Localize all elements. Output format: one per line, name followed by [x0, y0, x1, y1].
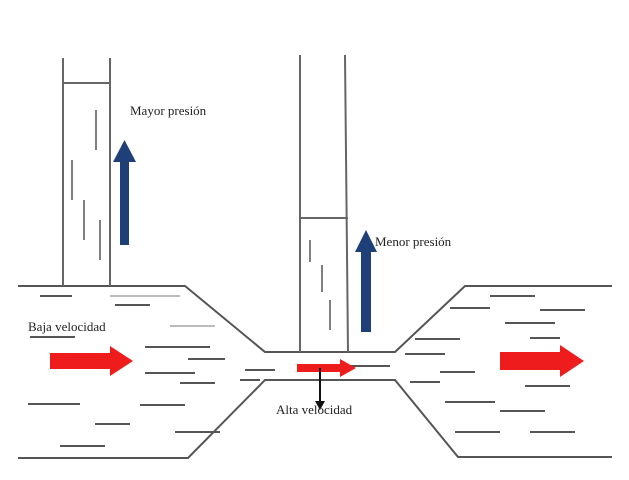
velocity-pointer-arrow	[315, 368, 325, 410]
left-pressure-tube	[62, 58, 111, 286]
center-pressure-tube	[299, 54, 349, 353]
pipe-top-wall	[18, 285, 612, 353]
low-pressure-label: Menor presión	[375, 234, 452, 249]
pipe-bottom-wall	[18, 379, 612, 459]
flow-streaks-right	[405, 295, 585, 433]
inlet-flow-arrow	[50, 346, 133, 376]
throat-flow-arrow	[297, 359, 356, 377]
flow-streaks-throat	[240, 365, 390, 381]
high-pressure-label: Mayor presión	[130, 103, 207, 118]
outlet-flow-arrow	[500, 345, 584, 377]
low-pressure-arrow	[355, 230, 377, 332]
low-velocity-label: Baja velocidad	[28, 319, 106, 334]
flow-streaks-left	[28, 295, 225, 447]
high-pressure-arrow	[113, 140, 136, 245]
high-velocity-label: Alta velocidad	[276, 402, 353, 417]
